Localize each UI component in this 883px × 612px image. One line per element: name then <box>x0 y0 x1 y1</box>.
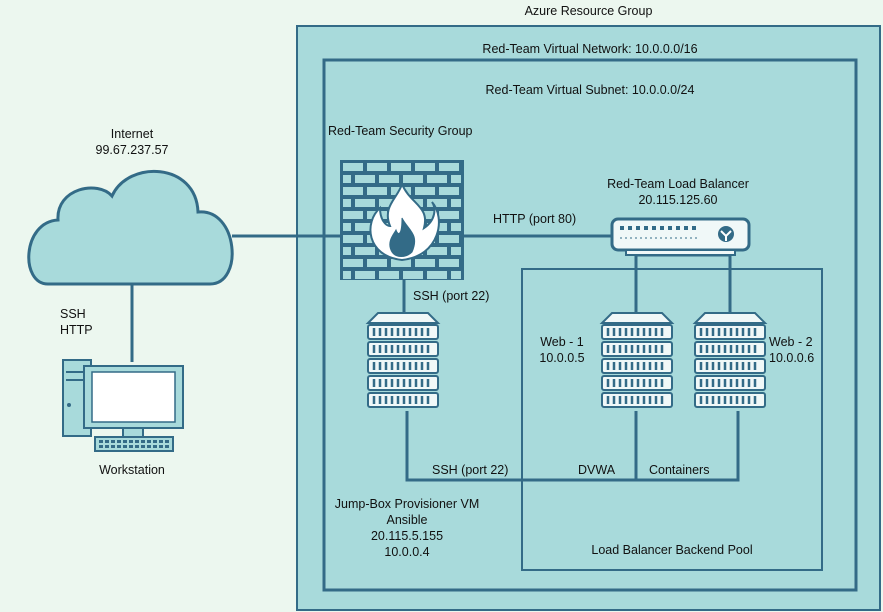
internet-label: Internet 99.67.237.57 <box>72 126 192 158</box>
http-label: HTTP <box>60 323 93 337</box>
cloud-icon <box>27 169 234 286</box>
vnet-label: Red-Team Virtual Network: 10.0.0.0/16 <box>482 42 698 56</box>
jumpbox-title: Jump-Box Provisioner VM <box>334 497 480 511</box>
load-balancer-title: Red-Team Load Balancer <box>607 177 749 191</box>
jumpbox-role: Ansible <box>386 513 428 527</box>
ssh-port22-top-label: SSH (port 22) <box>413 289 490 303</box>
dvwa-label: DVWA <box>578 463 616 477</box>
web1-name: Web - 1 <box>540 335 584 349</box>
load-balancer-label: Red-Team Load Balancer 20.115.125.60 <box>590 176 766 208</box>
web2-ip: 10.0.0.6 <box>769 351 815 365</box>
web1-label: Web - 1 10.0.0.5 <box>532 334 592 366</box>
ssh-label: SSH <box>60 307 86 321</box>
web2-name: Web - 2 <box>769 335 813 349</box>
subnet-label: Red-Team Virtual Subnet: 10.0.0.0/24 <box>485 83 695 97</box>
security-group-label: Red-Team Security Group <box>328 124 473 138</box>
jumpbox-server-icon <box>365 312 441 408</box>
jumpbox-label: Jump-Box Provisioner VM Ansible 20.115.5… <box>322 496 492 560</box>
containers-label: Containers <box>649 463 710 477</box>
desktop-computer-icon <box>62 359 184 452</box>
load-balancer-ip: 20.115.125.60 <box>638 193 718 207</box>
internet-title: Internet <box>110 127 154 141</box>
internet-ip: 99.67.237.57 <box>95 143 169 157</box>
jumpbox-to-webs-line <box>405 411 740 482</box>
web1-ip: 10.0.0.5 <box>539 351 585 365</box>
http-port80-label: HTTP (port 80) <box>493 212 577 226</box>
jumpbox-public-ip: 20.115.5.155 <box>370 529 444 543</box>
ssh-http-label: SSH HTTP <box>60 306 93 338</box>
web1-server-icon <box>599 312 675 408</box>
load-balancer-icon <box>610 217 751 256</box>
firewall-icon <box>340 160 464 280</box>
jumpbox-private-ip: 10.0.0.4 <box>384 545 430 559</box>
resource-group-label: Azure Resource Group <box>524 4 653 18</box>
backend-pool-box <box>521 268 823 571</box>
web2-label: Web - 2 10.0.0.6 <box>769 334 814 366</box>
backend-pool-label: Load Balancer Backend Pool <box>591 543 753 557</box>
ssh-port22-bottom-label: SSH (port 22) <box>432 463 509 477</box>
web2-server-icon <box>692 312 768 408</box>
workstation-label: Workstation <box>99 463 165 477</box>
vnet-box <box>322 58 858 592</box>
